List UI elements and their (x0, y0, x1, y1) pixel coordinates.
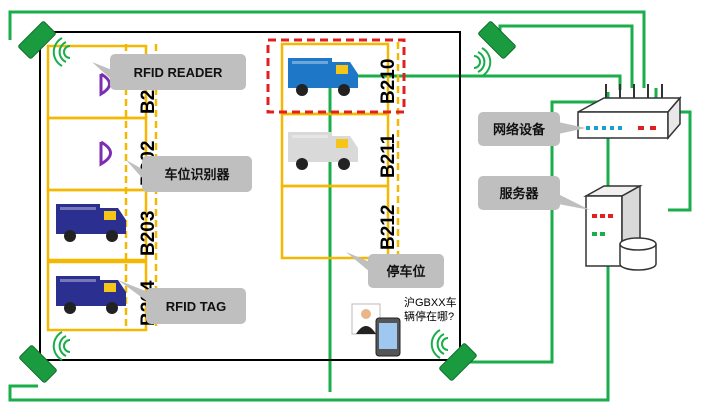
wifi-signal-icon (473, 47, 492, 77)
car-icon (288, 132, 358, 170)
rfid-reader-icon (18, 21, 56, 59)
space-marker-icon (99, 72, 112, 167)
server-icon (583, 184, 657, 271)
bay-label-b212: B212 (378, 205, 399, 250)
car-icon (56, 204, 126, 242)
callout-server-label: 服务器 (499, 186, 539, 201)
wifi-signal-icon (430, 329, 449, 359)
rfid-reader-icon (478, 21, 516, 59)
callout-rfid-tag-label: RFID TAG (166, 299, 226, 314)
wifi-signal-icon (52, 37, 71, 67)
callout-network-device-label: 网络设备 (493, 122, 546, 137)
car-icon (288, 58, 358, 96)
callout-space-identifier: 车位识别器 (126, 156, 252, 192)
wifi-signal-icon (52, 331, 71, 361)
car-icon (56, 276, 126, 314)
phone-icon (375, 317, 401, 357)
callout-rfid-tag: RFID TAG (118, 280, 246, 324)
parking-lot-boundary (39, 31, 461, 361)
callout-space-identifier-label: 车位识别器 (164, 167, 230, 182)
highlighted-bay (266, 38, 406, 114)
rfid-reader-icon (439, 343, 477, 381)
bay-label-b211: B211 (378, 133, 399, 178)
bay-label-b210: B210 (378, 59, 399, 104)
router-icon (577, 84, 682, 141)
callout-parking-space-label: 停车位 (386, 264, 425, 279)
query-text-line2: 辆停在哪? (404, 309, 454, 323)
callout-server: 服务器 (478, 176, 590, 210)
rfid-reader-icon (19, 345, 57, 383)
callout-rfid-reader-label: RFID READER (134, 65, 223, 80)
right-bay-row (280, 42, 400, 260)
callout-network-device: 网络设备 (478, 112, 586, 146)
callout-rfid-reader: RFID READER (92, 54, 246, 90)
bay-label-b203: B203 (138, 211, 159, 256)
callout-parking-space: 停车位 (346, 252, 444, 288)
person-icon (351, 303, 381, 335)
query-text-line1: 沪GBXX车 (404, 295, 457, 309)
